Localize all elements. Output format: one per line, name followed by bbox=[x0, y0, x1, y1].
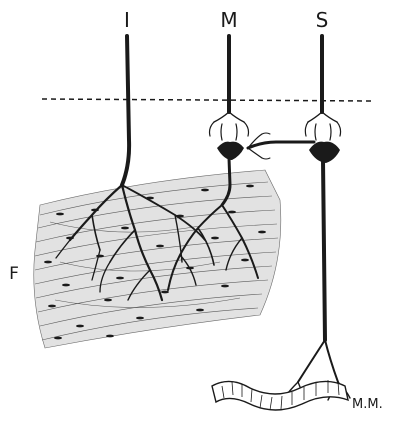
label-f: F bbox=[9, 264, 19, 284]
cell-body-m bbox=[217, 142, 244, 160]
label-mm: M.M. bbox=[352, 397, 383, 412]
fiber-tissue bbox=[34, 170, 281, 348]
label-m: M bbox=[220, 8, 237, 32]
connecting-fiber bbox=[248, 133, 314, 159]
cell-body-s bbox=[309, 142, 340, 163]
label-i: I bbox=[124, 8, 130, 32]
label-s: S bbox=[316, 8, 329, 32]
mucous-membrane-strip bbox=[212, 380, 348, 410]
neuron-s bbox=[284, 36, 350, 400]
